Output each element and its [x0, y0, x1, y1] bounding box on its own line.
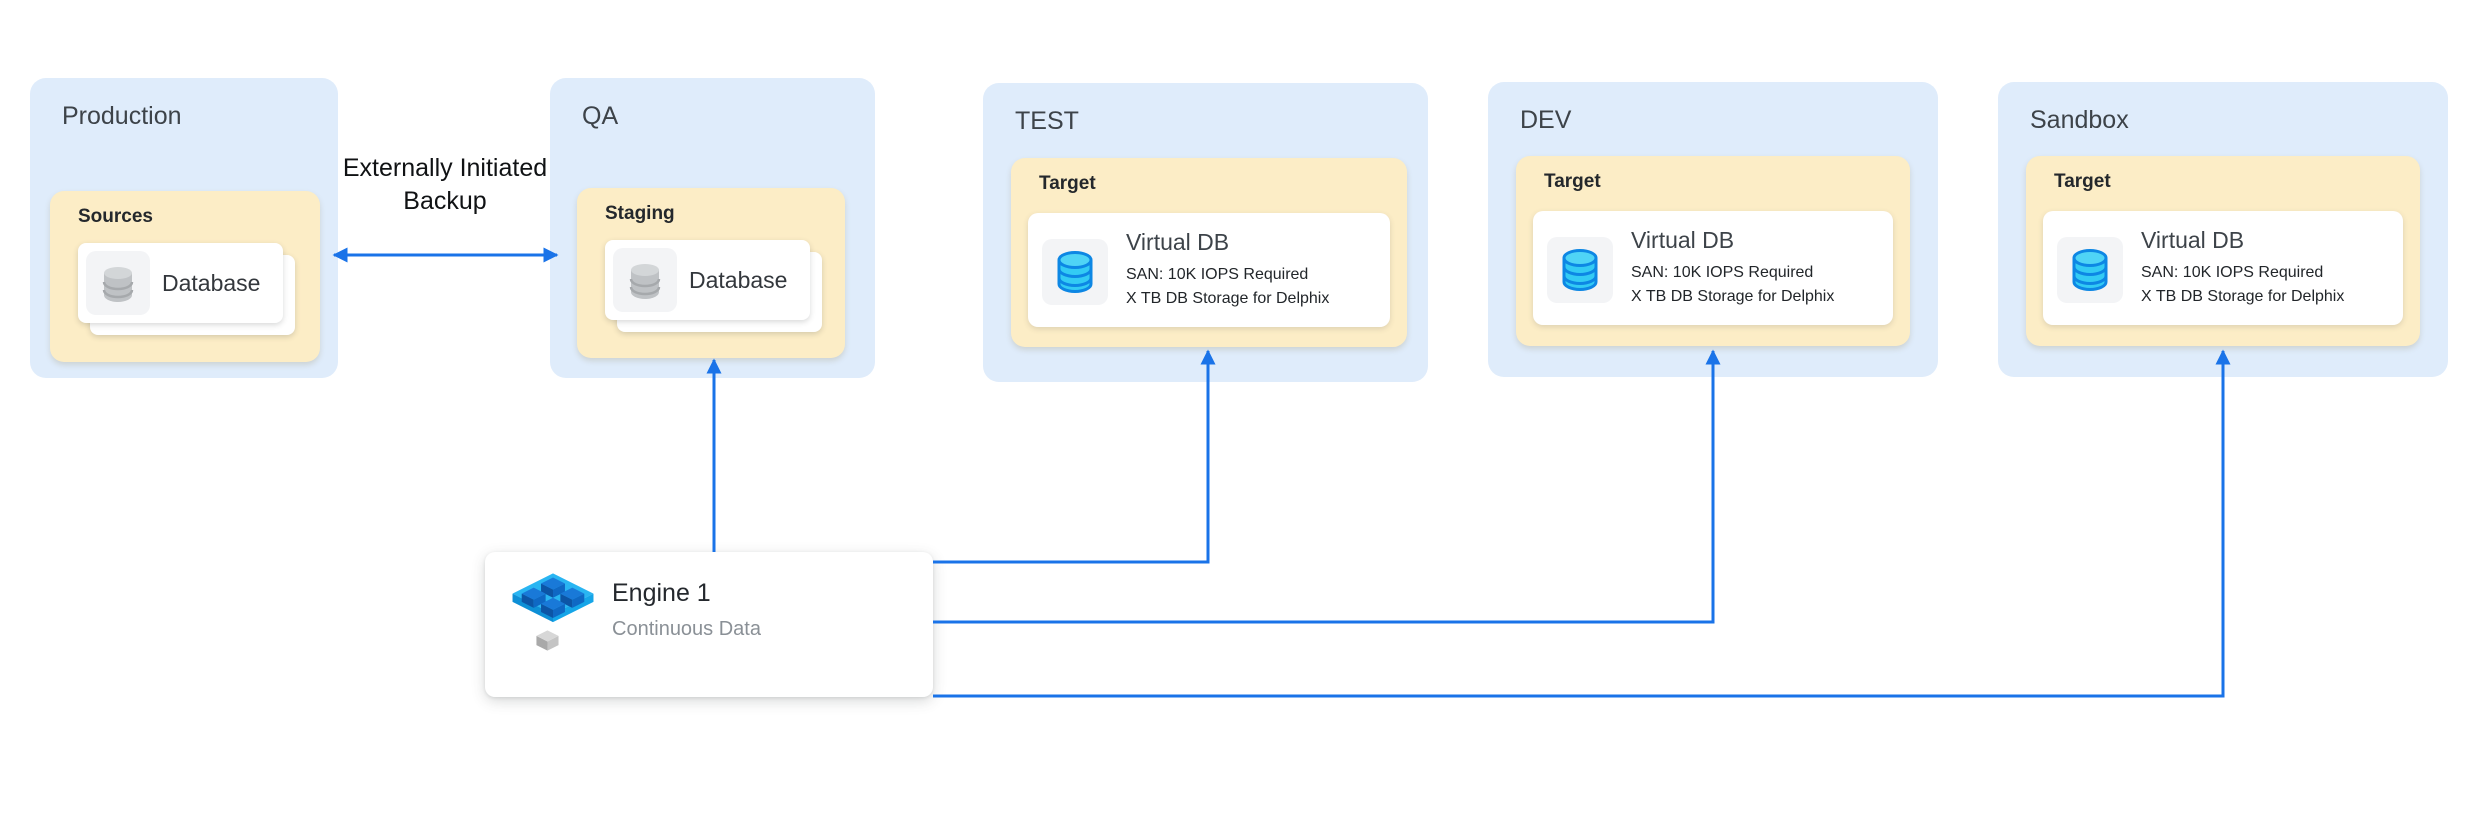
- virtual-db-text: Virtual DB SAN: 10K IOPS Required X TB D…: [1126, 229, 1329, 311]
- virtual-db-title: Virtual DB: [1126, 229, 1230, 255]
- env-box-qa: QA Staging Database: [550, 78, 875, 378]
- virtual-db-detail-san: SAN: 10K IOPS Required: [2141, 264, 2324, 281]
- virtual-db-detail-san: SAN: 10K IOPS Required: [1126, 266, 1309, 283]
- env-title-sandbox: Sandbox: [2030, 106, 2129, 134]
- engine-text: Engine 1 Continuous Data: [612, 579, 761, 641]
- database-icon: [613, 248, 677, 312]
- engine-subtitle: Continuous Data: [612, 618, 761, 640]
- virtual-db-title: Virtual DB: [1631, 227, 1735, 253]
- virtual-db-detail-storage: X TB DB Storage for Delphix: [1126, 290, 1330, 307]
- virtual-db-text: Virtual DB SAN: 10K IOPS Required X TB D…: [1631, 227, 1834, 309]
- group-label-target: Target: [1039, 173, 1096, 194]
- engine-card: Engine 1 Continuous Data: [485, 552, 933, 697]
- virtual-db-detail-storage: X TB DB Storage for Delphix: [2141, 288, 2345, 305]
- staging-group-qa: Staging Database: [577, 188, 845, 358]
- engine-cubes-icon: [507, 566, 599, 658]
- env-title-test: TEST: [1015, 107, 1079, 135]
- database-card: Database: [78, 243, 283, 323]
- sources-group-production: Sources Database: [50, 191, 320, 362]
- virtual-db-detail-storage: X TB DB Storage for Delphix: [1631, 288, 1835, 305]
- virtual-db-detail-san: SAN: 10K IOPS Required: [1631, 264, 1814, 281]
- env-title-production: Production: [62, 102, 182, 130]
- env-box-production: Production Sources Database: [30, 78, 338, 378]
- target-group-dev: Target Virtual DB SAN: 10K IOPS Required…: [1516, 156, 1910, 346]
- target-group-sandbox: Target Virtual DB SAN: 10K IOPS Required…: [2026, 156, 2420, 346]
- database-label: Database: [689, 266, 788, 293]
- backup-flow-label: Externally Initiated Backup: [342, 154, 548, 215]
- engine-to-dev-target-arrow: [933, 349, 1721, 624]
- env-title-dev: DEV: [1520, 106, 1572, 134]
- env-box-dev: DEV Target Virtual DB SAN: 10K IOPS Requ…: [1488, 82, 1938, 377]
- database-card: Database: [605, 240, 810, 320]
- group-label-target: Target: [2054, 171, 2111, 192]
- virtual-db-icon: [1042, 239, 1108, 305]
- engine-name: Engine 1: [612, 579, 711, 607]
- target-group-test: Target Virtual DB SAN: 10K IOPS Required…: [1011, 158, 1407, 347]
- group-label-target: Target: [1544, 171, 1601, 192]
- env-title-qa: QA: [582, 102, 619, 130]
- virtual-db-title: Virtual DB: [2141, 227, 2245, 253]
- env-box-sandbox: Sandbox Target Virtual DB SAN: 10K IOPS …: [1998, 82, 2448, 377]
- group-label-staging: Staging: [605, 203, 675, 224]
- engine-to-sandbox-target-arrow: [933, 349, 2231, 698]
- env-box-test: TEST Target Virtual DB SAN: 10K IOPS Req…: [983, 83, 1428, 382]
- database-label: Database: [162, 269, 261, 296]
- virtual-db-icon: [2057, 237, 2123, 303]
- virtual-db-card: Virtual DB SAN: 10K IOPS Required X TB D…: [1533, 211, 1893, 325]
- virtual-db-text: Virtual DB SAN: 10K IOPS Required X TB D…: [2141, 227, 2344, 309]
- group-label-sources: Sources: [78, 206, 153, 227]
- virtual-db-icon: [1547, 237, 1613, 303]
- database-icon: [86, 251, 150, 315]
- engine-to-test-target-arrow: [933, 349, 1216, 564]
- virtual-db-card: Virtual DB SAN: 10K IOPS Required X TB D…: [2043, 211, 2403, 325]
- virtual-db-card: Virtual DB SAN: 10K IOPS Required X TB D…: [1028, 213, 1390, 327]
